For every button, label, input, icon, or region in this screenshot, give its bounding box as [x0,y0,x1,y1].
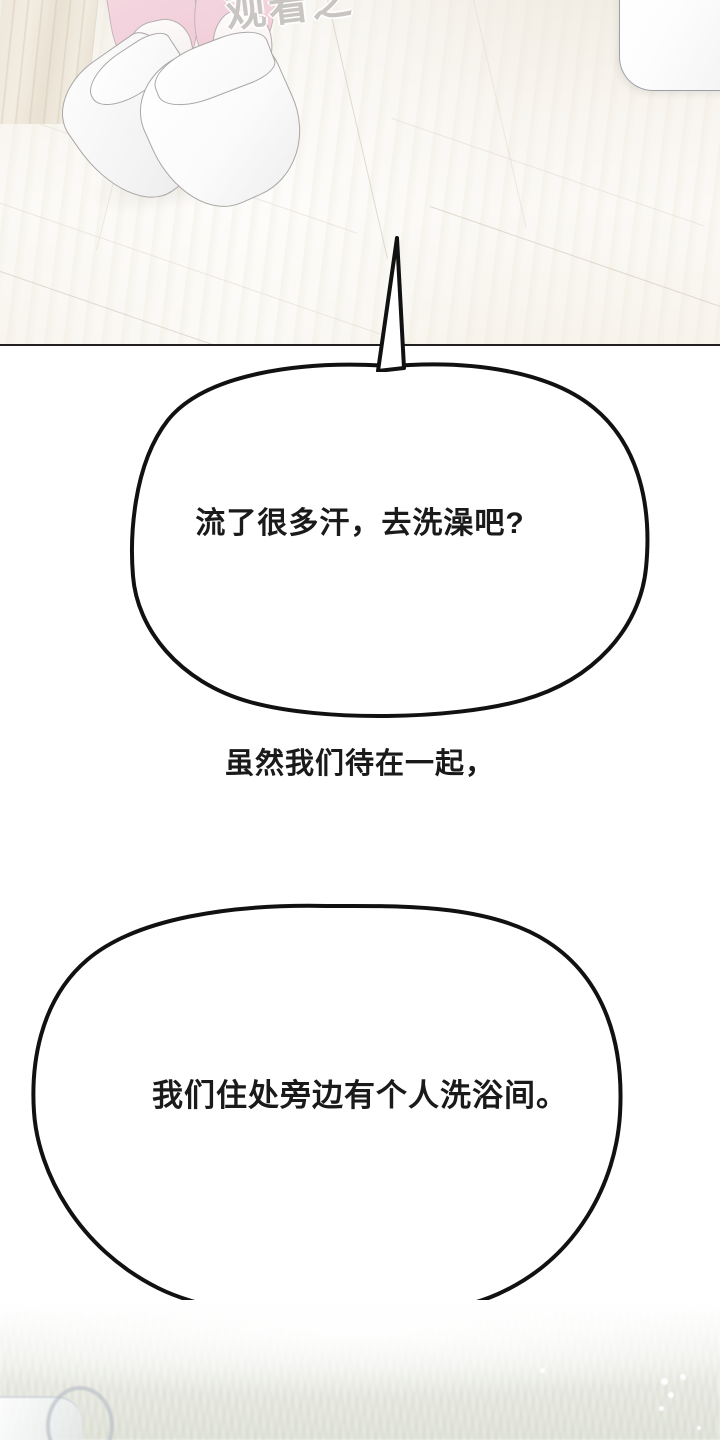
light-spark [659,1406,664,1411]
faded-foreground-ring [46,1386,114,1440]
light-spark [680,1374,686,1380]
light-spark [540,1368,545,1373]
light-spark [668,1392,674,1398]
panel-divider [0,344,720,346]
dialogue-panel [0,346,720,1346]
floor-panel: 观看之 [0,0,720,345]
faded-haze-overlay [0,1300,720,1440]
faded-scene-panel [0,1300,720,1440]
furniture-corner-icon [619,0,720,91]
light-spark [697,1426,701,1430]
narration-text: 虽然我们待在一起， [224,748,495,780]
speech-bubble-two-text: 我们住处旁边有个人洗浴间。 [152,1078,568,1113]
speech-bubble-one-text: 流了很多汗，去洗澡吧? [195,507,525,540]
light-spark [661,1378,668,1385]
